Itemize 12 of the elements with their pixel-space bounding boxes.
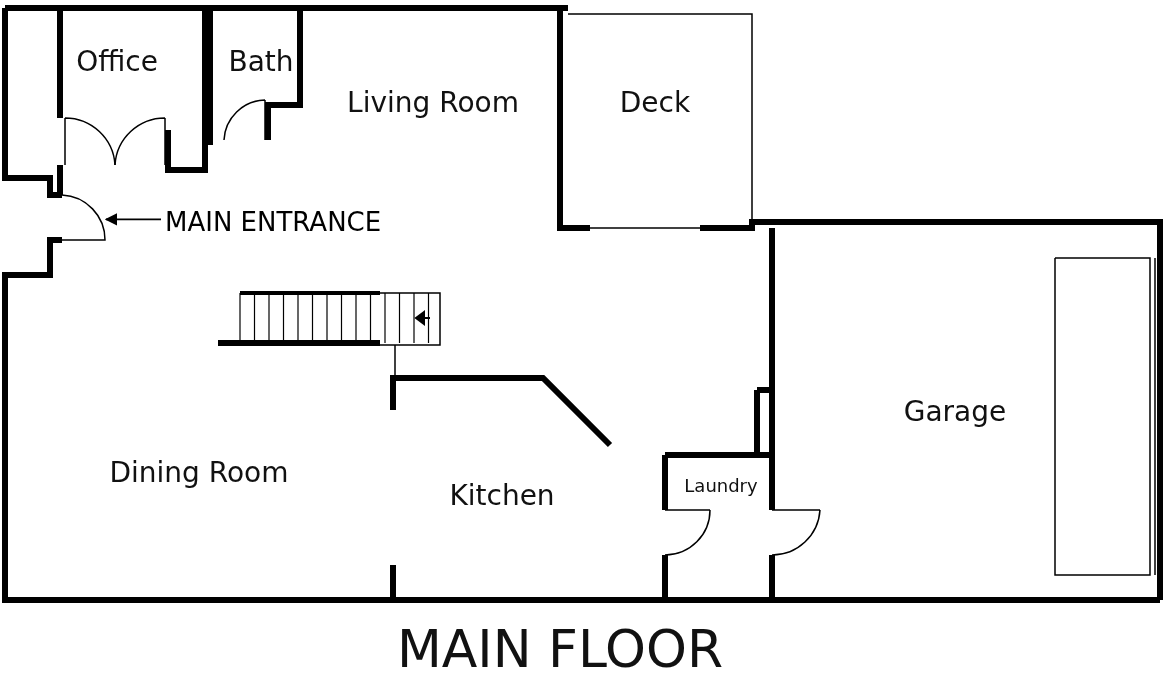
title: MAIN FLOOR — [396, 621, 724, 674]
room-label: Living Room — [347, 87, 519, 119]
door-symbol — [61, 194, 106, 241]
room-label: Laundry — [684, 476, 758, 496]
arrow — [104, 213, 162, 226]
room-label: Office — [76, 46, 158, 78]
room-label: Kitchen — [449, 480, 555, 512]
room-label: Deck — [619, 87, 691, 119]
callout-text: MAIN ENTRANCE — [165, 207, 382, 237]
room-label: Bath — [228, 46, 294, 78]
room-label: Dining Room — [109, 457, 289, 489]
room-label: Garage — [903, 396, 1007, 428]
